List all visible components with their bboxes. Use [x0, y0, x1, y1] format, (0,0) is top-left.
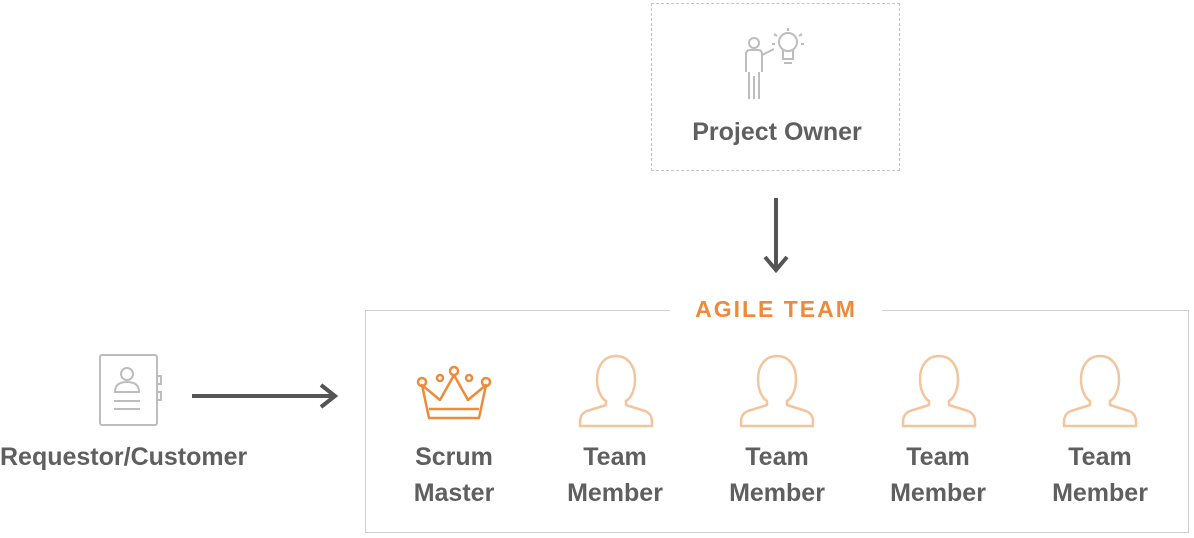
requestor-label: Requestor/Customer [0, 443, 248, 471]
agile-team-title: AGILE TEAM [670, 294, 882, 324]
member-label-line1: Team [906, 443, 970, 471]
member-label-line1: Scrum [415, 443, 493, 471]
member-label-line1: Team [745, 443, 809, 471]
member-label-line2: Member [890, 479, 986, 507]
member-label-line2: Member [1052, 479, 1148, 507]
down-arrow [763, 198, 789, 274]
crown-icon [416, 365, 492, 420]
contact-card-icon [99, 354, 162, 426]
member-label-line2: Member [567, 479, 663, 507]
member-label-line1: Team [583, 443, 647, 471]
member-label-line2: Member [729, 479, 825, 507]
project-owner-label: Project Owner [692, 118, 862, 146]
person-icon [578, 354, 654, 428]
right-arrow [192, 383, 339, 409]
person-icon [1062, 354, 1138, 428]
person-idea-icon [745, 28, 804, 99]
person-icon [901, 354, 977, 428]
member-label-line1: Team [1068, 443, 1132, 471]
person-icon [739, 354, 815, 428]
project-owner-box [651, 3, 900, 171]
member-label-line2: Master [413, 479, 495, 507]
